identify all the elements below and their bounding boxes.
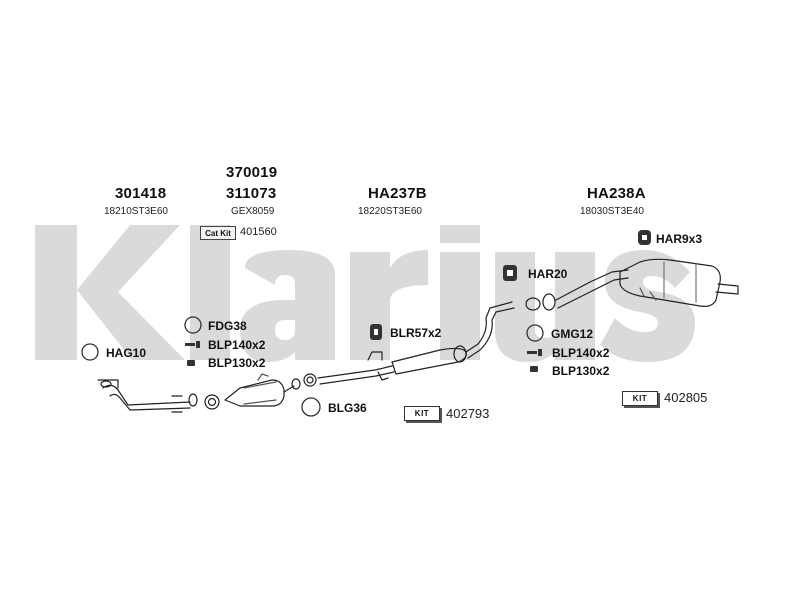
bolt-icon-left-140 — [185, 341, 200, 348]
cat-kit-badge: Cat Kit — [200, 226, 236, 240]
oe-number-header-1: 18210ST3E60 — [104, 206, 168, 217]
kit-number-1: 402793 — [446, 406, 490, 421]
part-number-header-4: HA238A — [587, 185, 646, 202]
catalytic-converter-drawing — [224, 373, 301, 407]
har9-hanger-icon — [638, 230, 651, 245]
label-blg36: BLG36 — [328, 401, 367, 415]
fdg38-ring-icon — [184, 316, 202, 334]
front-pipe-drawing — [97, 379, 198, 413]
kit-badge-1-label: KIT — [414, 409, 430, 418]
centre-silencer-drawing — [317, 301, 515, 385]
blg36-ring-icon — [301, 397, 321, 417]
har20-hanger-icon — [503, 265, 517, 281]
kit-badge-2-label: KIT — [632, 394, 648, 403]
cat-kit-number: 401560 — [240, 226, 277, 238]
label-blp140-right: BLP140x2 — [552, 346, 610, 360]
cat-kit-label: Cat Kit — [205, 228, 231, 238]
part-number-header-2-top: 370019 — [226, 164, 278, 181]
label-har20: HAR20 — [528, 267, 568, 281]
label-fdg38: FDG38 — [208, 319, 247, 333]
label-har9: HAR9x3 — [656, 232, 703, 246]
oe-number-header-2: GEX8059 — [231, 206, 275, 217]
blr57-rubber-mount-icon — [370, 324, 382, 340]
rear-silencer-drawing — [555, 258, 739, 309]
bolt-icon-right-130 — [530, 366, 538, 372]
part-number-header-2: 311073 — [226, 185, 277, 202]
label-blp130-right: BLP130x2 — [552, 364, 610, 378]
kit-number-2: 402805 — [664, 390, 708, 405]
label-blp140-left: BLP140x2 — [208, 338, 266, 352]
part-number-header-3: HA237B — [368, 185, 427, 202]
flange-gasket-drawing — [204, 394, 220, 410]
label-gmg12: GMG12 — [551, 327, 594, 341]
oe-number-header-3: 18220ST3E60 — [358, 206, 422, 217]
oe-number-header-4: 18030ST3E40 — [580, 206, 644, 217]
label-hag10: HAG10 — [106, 346, 147, 360]
bolt-icon-right-140 — [527, 349, 542, 356]
hag10-ring-icon — [81, 343, 99, 361]
kit-badge-2: KIT — [622, 391, 658, 406]
label-blr57: BLR57x2 — [390, 326, 442, 340]
gmg12-ring-icon — [526, 324, 544, 342]
bolt-icon-left-130 — [187, 360, 195, 366]
kit-badge-1: KIT — [404, 406, 440, 421]
part-number-header-1: 301418 — [115, 185, 167, 202]
label-blp130-left: BLP130x2 — [208, 356, 266, 370]
